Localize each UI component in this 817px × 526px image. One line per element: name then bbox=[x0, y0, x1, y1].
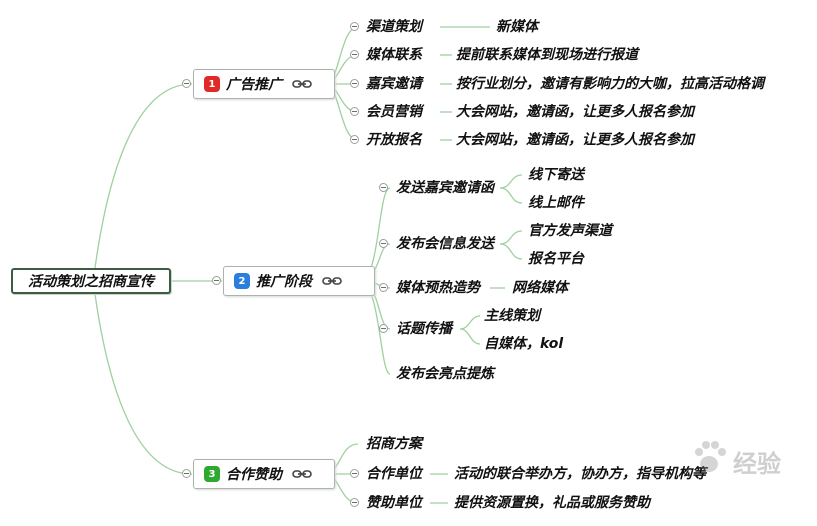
branch-label-1: 广告推广 bbox=[226, 77, 282, 93]
link-icon[interactable] bbox=[322, 275, 342, 287]
topic-partners[interactable]: 合作单位 bbox=[366, 466, 422, 482]
topic-sponsor-plan[interactable]: 招商方案 bbox=[366, 436, 422, 452]
collapse-toggle-branch-1[interactable] bbox=[182, 79, 191, 88]
collapse-toggle[interactable] bbox=[350, 135, 359, 144]
collapse-toggle[interactable] bbox=[350, 79, 359, 88]
link-icon[interactable] bbox=[292, 78, 312, 90]
collapse-toggle[interactable] bbox=[350, 107, 359, 116]
topic-press-info[interactable]: 发布会信息发送 bbox=[396, 236, 494, 252]
topic-media-warmup[interactable]: 媒体预热造势 bbox=[396, 280, 480, 296]
collapse-toggle-branch-2[interactable] bbox=[212, 276, 221, 285]
watermark: 经验 bbox=[691, 434, 801, 486]
topic-official-channel[interactable]: 官方发声渠道 bbox=[528, 223, 612, 239]
topic-registration-platform[interactable]: 报名平台 bbox=[528, 251, 584, 267]
collapse-toggle[interactable] bbox=[379, 183, 388, 192]
collapse-toggle[interactable] bbox=[379, 239, 388, 248]
note-guest-invite[interactable]: 按行业划分，邀请有影响力的大咖，拉高活动格调 bbox=[456, 76, 764, 92]
priority-badge-2: 2 bbox=[234, 273, 250, 289]
collapse-toggle[interactable] bbox=[350, 50, 359, 59]
topic-self-media-kol[interactable]: 自媒体，kol bbox=[484, 336, 564, 352]
topic-guest-invite[interactable]: 嘉宾邀请 bbox=[366, 76, 422, 92]
paw-logo-icon bbox=[695, 441, 726, 472]
priority-badge-1: 1 bbox=[204, 76, 220, 92]
note-media-contact[interactable]: 提前联系媒体到现场进行报道 bbox=[456, 47, 638, 63]
topic-offline-mail[interactable]: 线下寄送 bbox=[528, 167, 584, 183]
collapse-toggle[interactable] bbox=[379, 324, 388, 333]
note-open-registration[interactable]: 大会网站，邀请函，让更多人报名参加 bbox=[456, 132, 694, 148]
topic-sponsors[interactable]: 赞助单位 bbox=[366, 495, 422, 511]
topic-topic-spread[interactable]: 话题传播 bbox=[396, 321, 452, 337]
topic-media-contact[interactable]: 媒体联系 bbox=[366, 47, 422, 63]
collapse-toggle[interactable] bbox=[350, 498, 359, 507]
topic-highlights[interactable]: 发布会亮点提炼 bbox=[396, 366, 494, 382]
collapse-toggle[interactable] bbox=[350, 22, 359, 31]
branch-topic-2[interactable]: 2 推广阶段 bbox=[223, 266, 375, 296]
topic-channel-planning[interactable]: 渠道策划 bbox=[366, 19, 422, 35]
collapse-toggle-branch-3[interactable] bbox=[182, 469, 191, 478]
watermark-text: 经验 bbox=[733, 450, 781, 478]
note-member-marketing[interactable]: 大会网站，邀请函，让更多人报名参加 bbox=[456, 104, 694, 120]
branch-label-3: 合作赞助 bbox=[226, 467, 282, 483]
priority-badge-3: 3 bbox=[204, 466, 220, 482]
branch-topic-1[interactable]: 1 广告推广 bbox=[193, 69, 335, 99]
note-online-media[interactable]: 网络媒体 bbox=[512, 280, 568, 296]
topic-open-registration[interactable]: 开放报名 bbox=[366, 132, 422, 148]
note-partners[interactable]: 活动的联合举办方，协办方，指导机构等 bbox=[454, 466, 706, 482]
topic-online-email[interactable]: 线上邮件 bbox=[528, 195, 584, 211]
collapse-toggle[interactable] bbox=[350, 469, 359, 478]
topic-main-planning[interactable]: 主线策划 bbox=[484, 308, 540, 324]
branch-topic-3[interactable]: 3 合作赞助 bbox=[193, 459, 335, 489]
root-topic[interactable]: 活动策划之招商宣传 bbox=[11, 268, 171, 294]
link-icon[interactable] bbox=[292, 468, 312, 480]
note-sponsors[interactable]: 提供资源置换，礼品或服务赞助 bbox=[454, 495, 650, 511]
collapse-toggle[interactable] bbox=[379, 283, 388, 292]
topic-send-invitations[interactable]: 发送嘉宾邀请函 bbox=[396, 180, 494, 196]
note-channel-planning[interactable]: 新媒体 bbox=[496, 19, 538, 35]
topic-member-marketing[interactable]: 会员营销 bbox=[366, 104, 422, 120]
branch-label-2: 推广阶段 bbox=[256, 274, 312, 290]
